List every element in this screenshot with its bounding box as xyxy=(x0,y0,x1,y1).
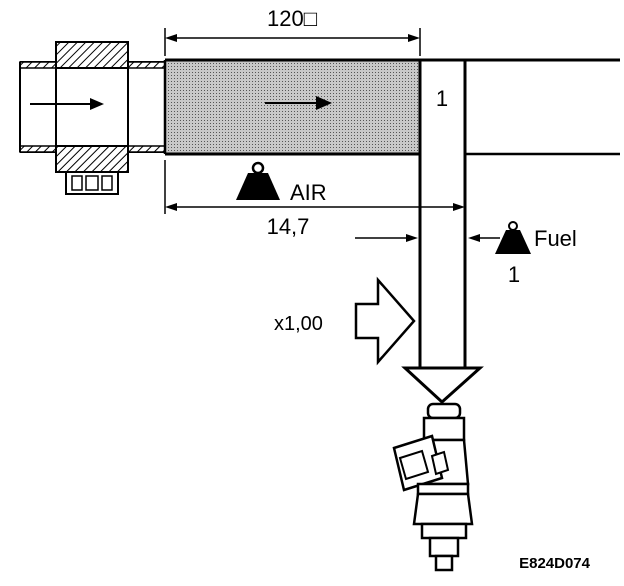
duct-length-label: 120□ xyxy=(267,6,317,31)
fuel-injector xyxy=(392,402,474,572)
fuel-injection-pointer xyxy=(468,234,500,242)
fuel-weight-icon xyxy=(495,221,531,254)
fuel-label: Fuel xyxy=(534,226,577,251)
vertical-channel xyxy=(418,60,467,368)
figure-code-label: E824D074 xyxy=(519,555,591,572)
dimension-duct-length xyxy=(164,28,421,56)
airflow-ratio-label: 1 xyxy=(436,86,448,111)
flow-arrow-duct xyxy=(265,96,332,110)
air-duct xyxy=(163,58,620,156)
lambda-value-label: x1,00 xyxy=(274,313,323,335)
fuel-ratio-label: 1 xyxy=(508,262,520,287)
dimension-air-ratio xyxy=(164,160,465,214)
air-label: AIR xyxy=(290,180,327,205)
sensor-connector xyxy=(65,171,119,195)
flow-arrow-sensor xyxy=(30,98,104,110)
lambda-arrow xyxy=(354,276,416,366)
air-mass-sensor xyxy=(55,41,129,195)
ratio-value-label: 14,7 xyxy=(267,214,310,239)
downward-arrow xyxy=(401,366,484,405)
air-weight-icon xyxy=(236,161,280,200)
injector-connector xyxy=(392,434,450,492)
air-injection-pointer xyxy=(355,234,418,242)
